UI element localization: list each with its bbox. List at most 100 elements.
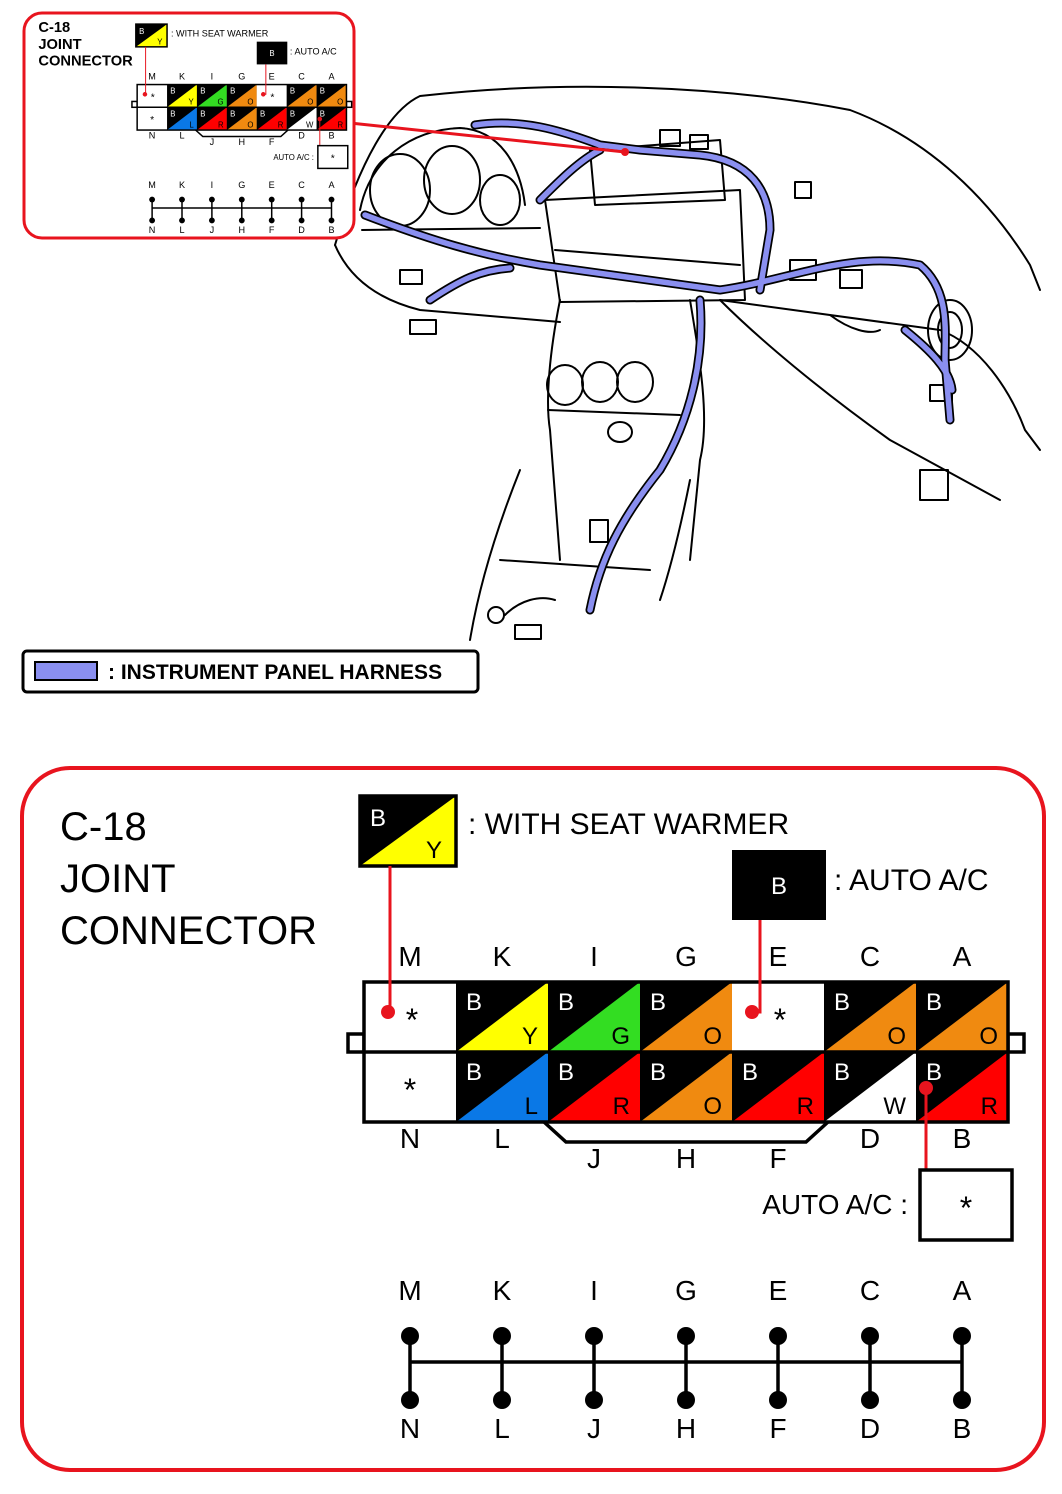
junction-terminal-dot bbox=[268, 196, 275, 203]
junction-label-D: D bbox=[860, 1413, 880, 1444]
junction-label-J: J bbox=[210, 225, 215, 235]
connector-name-line1: JOINT bbox=[60, 857, 176, 901]
junction-terminal-dot bbox=[677, 1391, 695, 1409]
junction-label-B: B bbox=[953, 1413, 972, 1444]
auto-ac-alt-label: AUTO A/C : bbox=[762, 1189, 908, 1220]
seat-warmer-wire-b: B bbox=[139, 27, 144, 36]
pin-cell-D: BW bbox=[824, 1052, 916, 1122]
pin-unused-symbol: * bbox=[150, 115, 154, 126]
pin-label-E: E bbox=[269, 71, 275, 81]
seat-warmer-callout-dot bbox=[381, 1005, 395, 1019]
pin-cell-secondary bbox=[640, 982, 732, 1052]
connector-id: C-18 bbox=[38, 20, 70, 36]
pin-primary-color: B bbox=[260, 109, 265, 118]
seat-warmer-wire-y: Y bbox=[426, 837, 442, 864]
pin-primary-color: B bbox=[558, 989, 574, 1016]
auto-ac-swatch bbox=[256, 41, 288, 65]
junction-terminal-dot bbox=[677, 1327, 695, 1345]
pin-label-J: J bbox=[587, 1143, 601, 1174]
junction-label-J: J bbox=[587, 1413, 601, 1444]
pin-cell-secondary bbox=[256, 107, 287, 131]
seat-warmer-legend-text: : WITH SEAT WARMER bbox=[171, 28, 269, 38]
pin-cell-secondary bbox=[316, 107, 347, 131]
pin-secondary-color: O bbox=[307, 98, 313, 107]
pin-cell-bg bbox=[364, 982, 456, 1052]
junction-label-L: L bbox=[494, 1413, 510, 1444]
pin-cell-bg bbox=[256, 84, 287, 108]
junction-label-A: A bbox=[953, 1275, 972, 1306]
auto-ac-alt-symbol: * bbox=[960, 1190, 972, 1226]
pin-primary-color: B bbox=[466, 989, 482, 1016]
pin-cell-secondary bbox=[167, 84, 197, 108]
pin-cell-K: BY bbox=[167, 84, 197, 108]
pin-label-F: F bbox=[269, 137, 275, 147]
junction-terminal-dot bbox=[149, 217, 156, 224]
pin-primary-color: B bbox=[290, 109, 295, 118]
pin-secondary-color: W bbox=[883, 1093, 906, 1120]
pin-primary-color: B bbox=[320, 109, 325, 118]
pin-label-L: L bbox=[494, 1123, 510, 1154]
junction-label-C: C bbox=[860, 1275, 880, 1306]
harness-legend-swatch bbox=[34, 661, 98, 681]
pin-label-E: E bbox=[769, 941, 788, 972]
pin-cell-bg bbox=[137, 107, 168, 131]
pin-primary-color: B bbox=[170, 87, 175, 96]
pin-cell-A: BO bbox=[316, 84, 347, 108]
pin-secondary-color: O bbox=[887, 1023, 906, 1050]
pin-label-D: D bbox=[860, 1123, 880, 1154]
junction-terminal-dot bbox=[493, 1391, 511, 1409]
auto-ac-alt-callout-dot bbox=[317, 116, 323, 122]
seat-warmer-legend-text: : WITH SEAT WARMER bbox=[468, 808, 789, 841]
pin-cell-G: BO bbox=[226, 84, 257, 108]
pin-label-F: F bbox=[769, 1143, 786, 1174]
pin-secondary-color: G bbox=[218, 98, 224, 107]
pin-cell-E: * bbox=[256, 84, 287, 108]
auto-ac-legend-text: : AUTO A/C bbox=[834, 864, 989, 897]
seat-warmer-swatch-yellow bbox=[135, 24, 168, 47]
pin-label-G: G bbox=[675, 941, 697, 972]
pin-cell-C: BO bbox=[824, 982, 916, 1052]
pin-primary-color: B bbox=[742, 1059, 758, 1086]
auto-ac-alt-box bbox=[317, 144, 349, 170]
junction-terminal-dot bbox=[493, 1327, 511, 1345]
pin-secondary-color: O bbox=[247, 98, 253, 107]
junction-terminal-dot bbox=[861, 1391, 879, 1409]
pin-cell-secondary bbox=[456, 982, 548, 1052]
pin-cell-E: * bbox=[732, 982, 824, 1052]
pin-label-I: I bbox=[590, 941, 598, 972]
instrument-panel-harness-fill bbox=[365, 123, 952, 610]
junction-label-I: I bbox=[590, 1275, 598, 1306]
pin-secondary-color: O bbox=[247, 120, 253, 129]
location-pointer-line bbox=[349, 121, 626, 154]
pin-secondary-color: R bbox=[338, 120, 344, 129]
connector-key-bracket bbox=[542, 1120, 830, 1144]
junction-terminal-dot bbox=[861, 1327, 879, 1345]
junction-terminal-dot bbox=[208, 196, 215, 203]
pin-primary-color: B bbox=[320, 87, 325, 96]
auto-ac-wire-b: B bbox=[269, 49, 274, 58]
junction-terminal-dot bbox=[238, 196, 245, 203]
pin-label-G: G bbox=[238, 71, 245, 81]
pin-cell-secondary bbox=[732, 1052, 824, 1122]
pin-label-A: A bbox=[953, 941, 972, 972]
pin-primary-color: B bbox=[200, 87, 205, 96]
pin-secondary-color: R bbox=[981, 1093, 998, 1120]
location-pointer-dot bbox=[621, 148, 629, 156]
pin-cell-M: * bbox=[137, 84, 168, 108]
auto-ac-alt-symbol: * bbox=[331, 154, 335, 165]
junction-terminal-dot bbox=[179, 217, 185, 224]
junction-terminal-dot bbox=[179, 196, 185, 203]
pin-label-I: I bbox=[211, 71, 214, 81]
pin-cell-L: BL bbox=[456, 1052, 548, 1122]
pin-cell-C: BO bbox=[286, 84, 317, 108]
junction-terminal-dot bbox=[298, 196, 305, 203]
pin-cell-secondary bbox=[286, 84, 317, 108]
pin-secondary-color: L bbox=[525, 1093, 538, 1120]
seat-warmer-callout-dot bbox=[142, 92, 148, 97]
pin-cell-secondary bbox=[226, 84, 257, 108]
pin-cell-N: * bbox=[137, 107, 168, 131]
auto-ac-callout-dot bbox=[745, 1005, 759, 1019]
pin-label-H: H bbox=[676, 1143, 696, 1174]
junction-label-H: H bbox=[676, 1413, 696, 1444]
